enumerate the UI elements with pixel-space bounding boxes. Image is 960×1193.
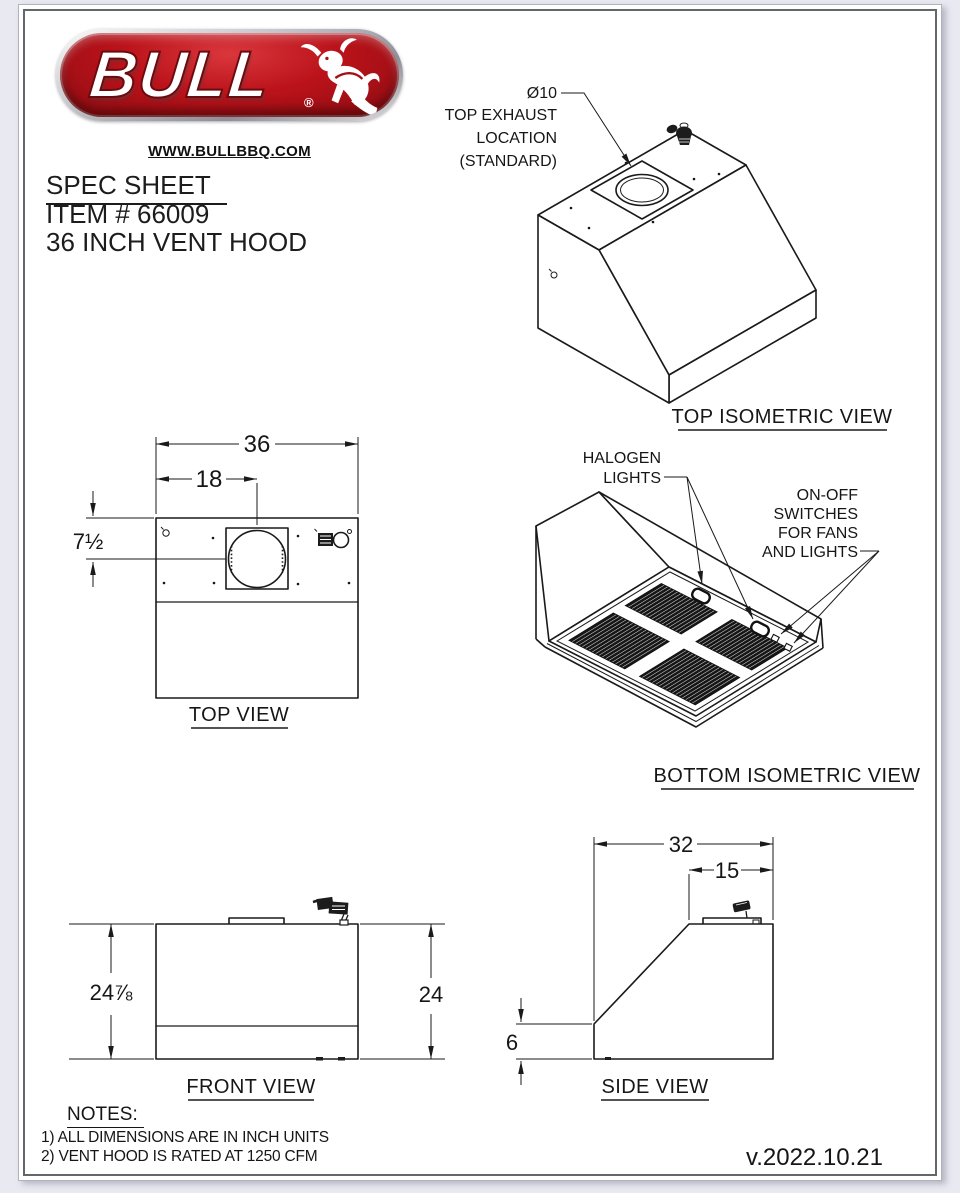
notes-heading: NOTES: (67, 1104, 144, 1128)
dimension-7-half: 7½ (73, 491, 226, 587)
dim-depth-text: 7½ (73, 529, 104, 554)
front-view-drawing: 24⅞ 24 FRONT VIEW (69, 896, 445, 1101)
caption-side-view: SIDE VIEW (602, 1076, 709, 1098)
note-item-2: 2) VENT HOOD IS RATED AT 1250 CFM (41, 1148, 318, 1165)
hood-outline-front (155, 896, 359, 1061)
logo-wordmark: BULL (85, 36, 275, 112)
bull-logo-face: BULL ® (60, 33, 399, 117)
exhaust-label-line4: (STANDARD) (460, 153, 557, 170)
dim-top-depth-text: 15 (715, 858, 739, 883)
product-name: 36 INCH VENT HOOD (46, 227, 308, 257)
exhaust-label-line3: LOCATION (476, 130, 557, 147)
dim-depth-text: 32 (669, 832, 693, 857)
dimension-18: 18 (156, 466, 258, 525)
halogen-label-line1: HALOGEN (583, 450, 661, 467)
dimension-15: 15 (688, 858, 773, 920)
hood-outline-top (155, 517, 359, 699)
exhaust-label-line2: TOP EXHAUST (445, 107, 558, 124)
doc-title: SPEC SHEET (46, 170, 227, 205)
switch-label-line4: AND LIGHTS (762, 544, 858, 561)
switch-label-line2: SWITCHES (774, 506, 858, 523)
hood-body-iso (537, 122, 817, 404)
dim-width-text: 36 (244, 431, 271, 458)
dimension-24-78: 24⅞ (69, 923, 154, 1060)
dimension-6: 6 (506, 998, 592, 1085)
power-cord-front (312, 896, 349, 926)
halogen-callout: HALOGEN LIGHTS (583, 450, 754, 620)
switch-label-line1: ON-OFF (797, 487, 859, 504)
item-number: ITEM # 66009 (46, 199, 210, 229)
notes-section: NOTES: 1) ALL DIMENSIONS ARE IN INCH UNI… (41, 1104, 329, 1166)
bull-logo: BULL ® (56, 29, 403, 121)
exhaust-label-diameter: Ø10 (527, 85, 557, 102)
exhaust-callout: Ø10 TOP EXHAUST LOCATION (STANDARD) (445, 85, 632, 170)
caption-top-view: TOP VIEW (189, 704, 289, 726)
side-view-drawing: 32 15 6 SIDE VIEW (506, 832, 774, 1101)
note-item-1: 1) ALL DIMENSIONS ARE IN INCH UNITS (41, 1129, 329, 1146)
top-view-drawing: 36 18 7½ TOP VIEW (73, 431, 359, 729)
halogen-light (691, 587, 770, 638)
caption-bottom-isometric: BOTTOM ISOMETRIC VIEW (654, 765, 921, 787)
hood-outline-side (593, 900, 774, 1060)
dimension-36: 36 (155, 431, 359, 514)
website-text: WWW.BULLBBQ.COM (148, 143, 311, 160)
on-off-switch (770, 633, 793, 653)
bottom-isometric-drawing: HALOGEN LIGHTS ON-OFF SWITCHES FOR FANS … (535, 450, 921, 790)
power-cord-side (732, 900, 751, 919)
caption-front-view: FRONT VIEW (186, 1076, 315, 1098)
dim-offset-text: 18 (196, 466, 223, 493)
hood-body-bottom-iso (535, 491, 824, 728)
dim-height-body-text: 24 (419, 982, 443, 1007)
switch-callout: ON-OFF SWITCHES FOR FANS AND LIGHTS (762, 487, 880, 644)
dim-lower-height-text: 6 (506, 1030, 518, 1055)
power-cord-iso (666, 122, 692, 145)
dimension-32: 32 (593, 832, 774, 1021)
spec-sheet-page: BULL ® WWW.BULLBBQ.COM SPEC SHEET ITEM #… (18, 4, 942, 1181)
registered-mark: ® (304, 95, 314, 110)
bull-icon (300, 38, 380, 117)
top-isometric-drawing: Ø10 TOP EXHAUST LOCATION (STANDARD) TOP … (445, 85, 893, 431)
caption-top-isometric: TOP ISOMETRIC VIEW (672, 406, 893, 428)
dim-height-overall-text: 24⅞ (90, 980, 133, 1005)
leader-line (561, 92, 632, 167)
duct-clamp (314, 528, 352, 549)
halogen-label-line2: LIGHTS (603, 470, 661, 487)
version-text: v.2022.10.21 (745, 1144, 883, 1171)
switch-label-line3: FOR FANS (778, 525, 858, 542)
dimension-24: 24 (360, 923, 445, 1060)
